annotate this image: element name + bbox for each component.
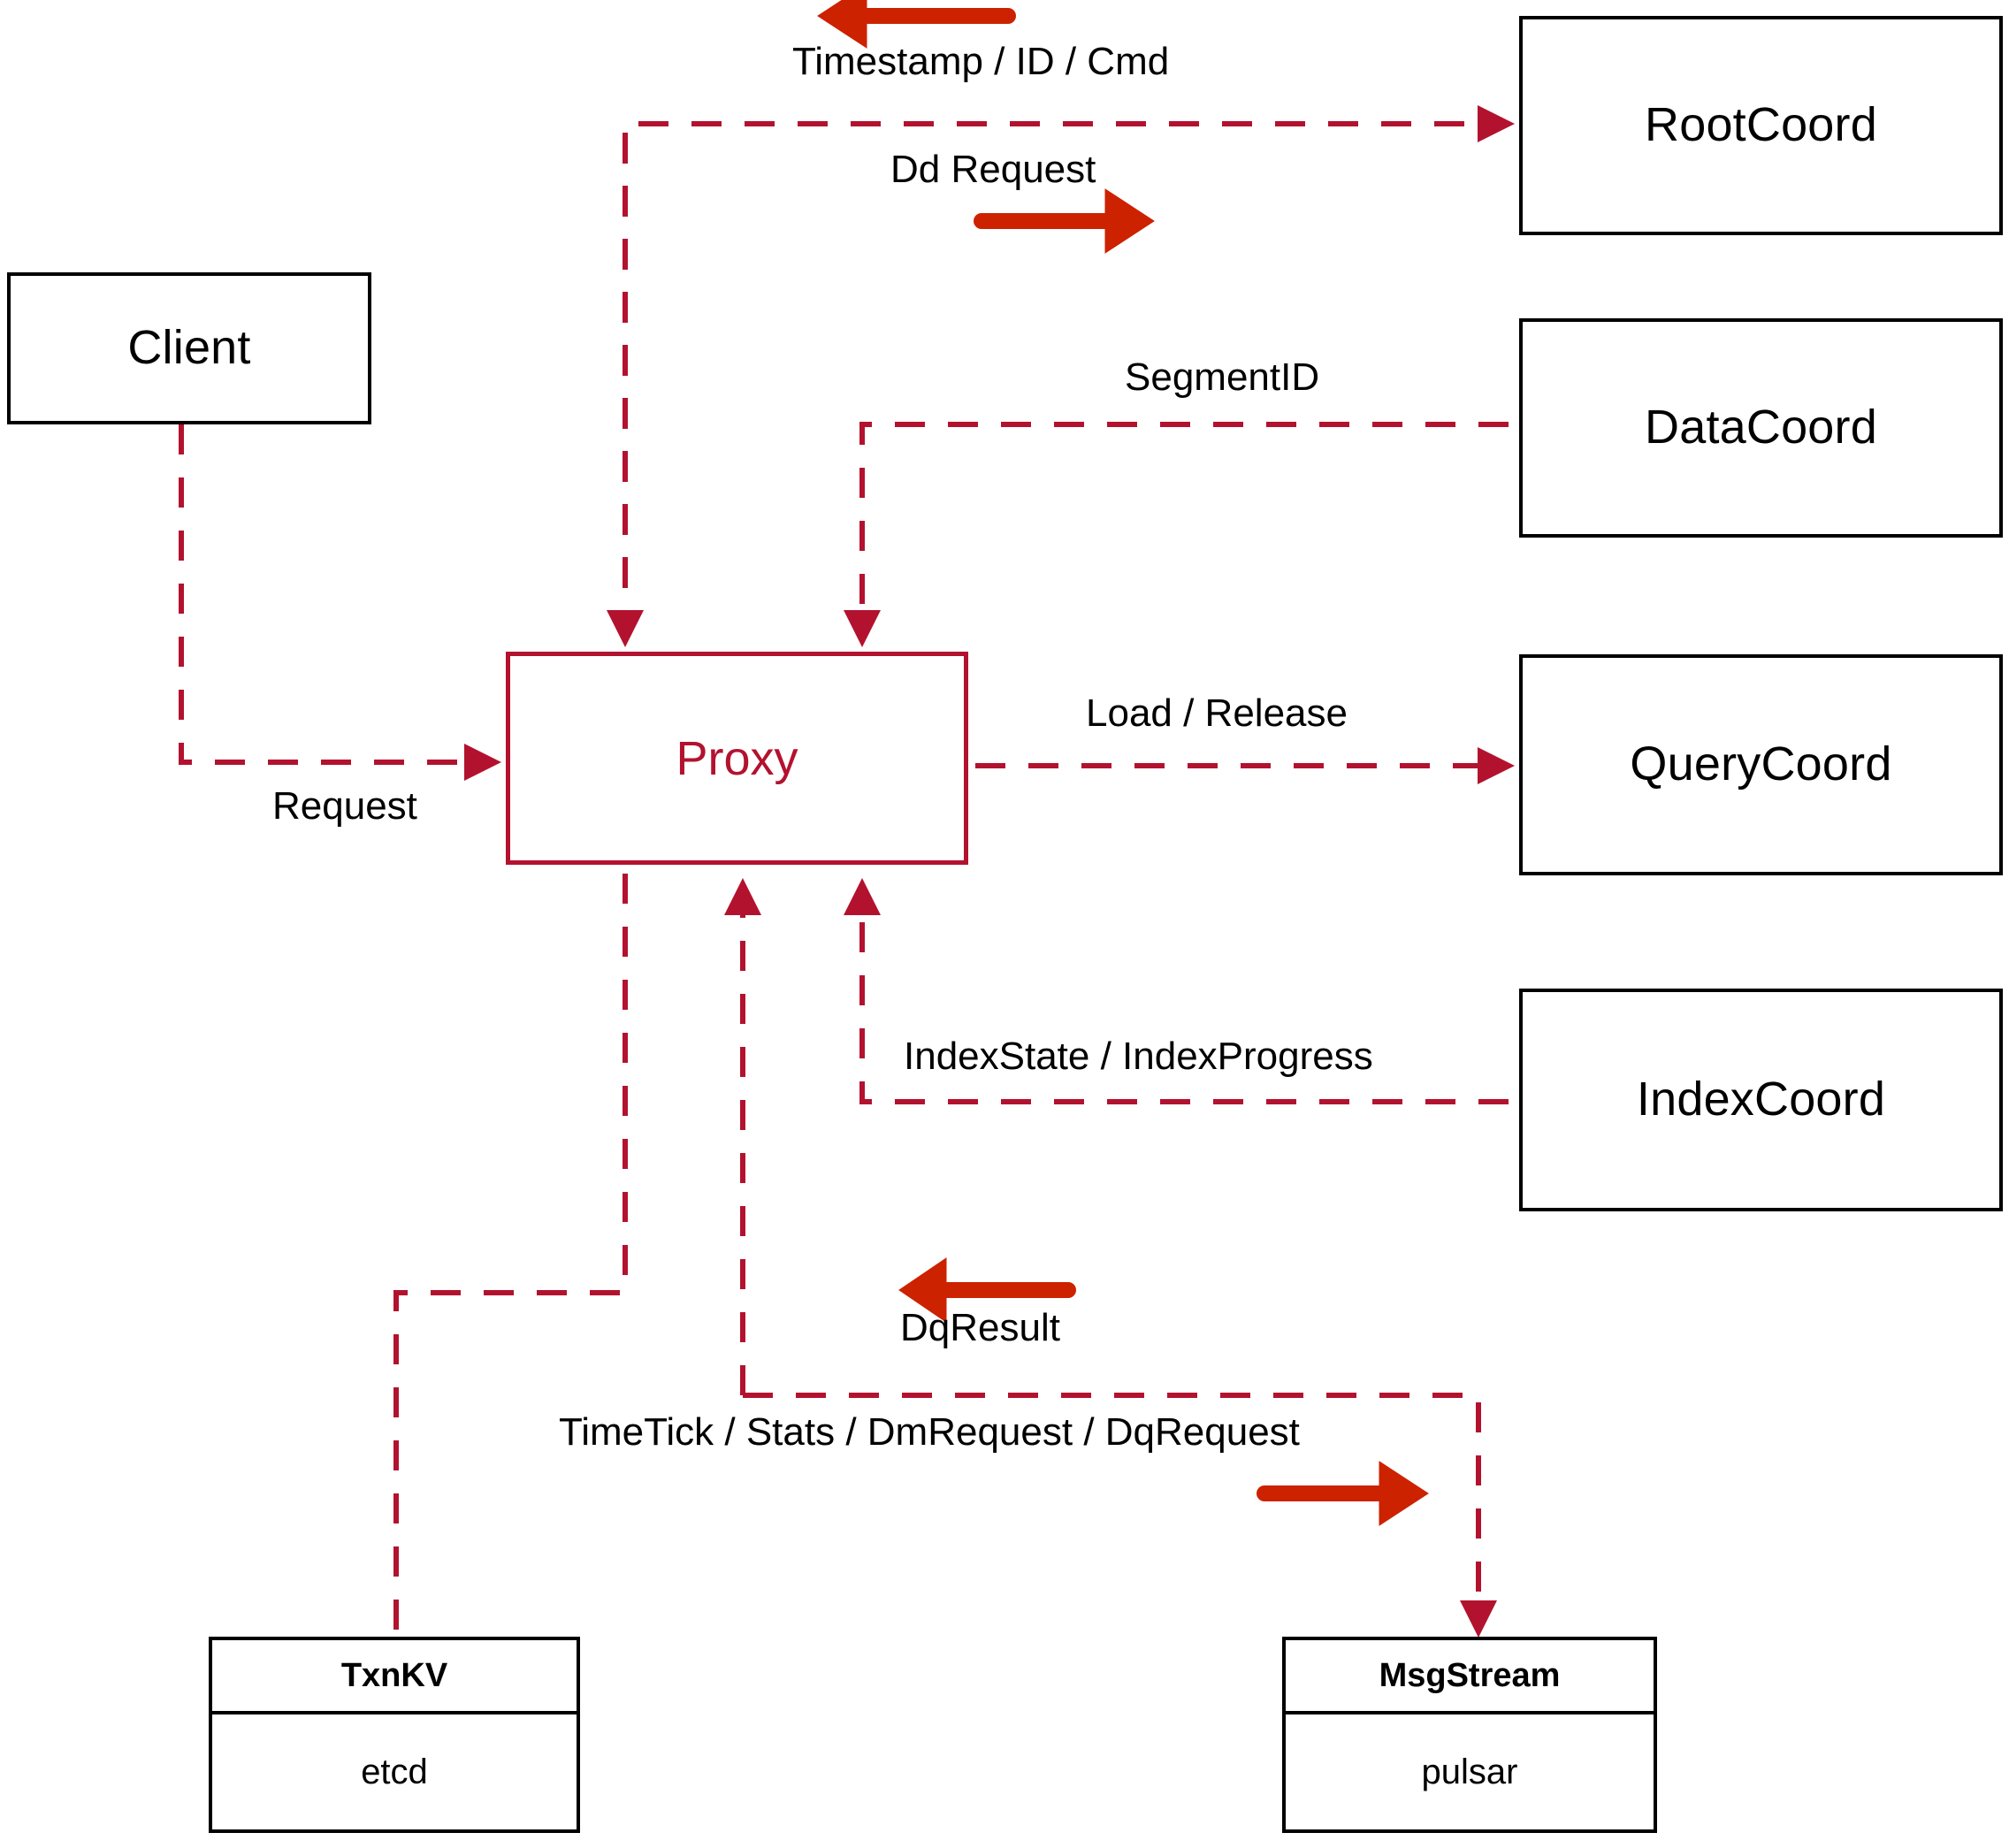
edge-label-dq-result: DqResult <box>900 1306 1060 1349</box>
edge-label-segment-id: SegmentID <box>1125 355 1320 399</box>
timetick-direction-arrow-icon <box>1257 1461 1429 1526</box>
edge-label-timetick-stats: TimeTick / Stats / DmRequest / DqRequest <box>559 1410 1300 1454</box>
edge-proxy-to-txnkv <box>393 874 628 1631</box>
node-msgstream-body: pulsar <box>1421 1752 1518 1791</box>
edge-label-request: Request <box>272 784 417 828</box>
node-txnkv[interactable]: TxnKV etcd <box>209 1637 580 1833</box>
node-rootcoord[interactable]: RootCoord <box>1519 16 2003 235</box>
node-querycoord-label: QueryCoord <box>1630 737 1892 791</box>
edge-label-dd-request: Dd Request <box>890 148 1096 191</box>
dd-request-direction-arrow-icon <box>974 188 1155 254</box>
node-client[interactable]: Client <box>7 272 371 424</box>
node-txnkv-header: TxnKV <box>212 1640 577 1714</box>
edge-label-index-state-progress: IndexState / IndexProgress <box>904 1035 1373 1078</box>
node-indexcoord-label: IndexCoord <box>1636 1073 1886 1126</box>
dq-result-direction-arrow-icon <box>898 1257 1076 1323</box>
node-rootcoord-label: RootCoord <box>1645 98 1877 152</box>
edge-label-load-release: Load / Release <box>1086 691 1348 735</box>
edge-datacoord-to-proxy <box>844 422 1509 647</box>
node-msgstream[interactable]: MsgStream pulsar <box>1282 1637 1657 1833</box>
node-datacoord-label: DataCoord <box>1645 401 1877 454</box>
node-msgstream-header: MsgStream <box>1286 1640 1654 1714</box>
edge-label-timestamp-id-cmd: Timestamp / ID / Cmd <box>792 40 1170 83</box>
node-client-label: Client <box>127 321 251 375</box>
node-indexcoord[interactable]: IndexCoord <box>1519 989 2003 1211</box>
node-datacoord[interactable]: DataCoord <box>1519 318 2003 538</box>
edge-indexcoord-to-proxy <box>844 878 1509 1104</box>
timestamp-id-cmd-direction-arrow-icon <box>817 0 1016 49</box>
node-proxy[interactable]: Proxy <box>506 652 968 865</box>
node-txnkv-body: etcd <box>361 1752 428 1791</box>
node-proxy-label: Proxy <box>676 731 798 785</box>
node-querycoord[interactable]: QueryCoord <box>1519 654 2003 875</box>
edge-client-to-proxy <box>179 424 501 781</box>
